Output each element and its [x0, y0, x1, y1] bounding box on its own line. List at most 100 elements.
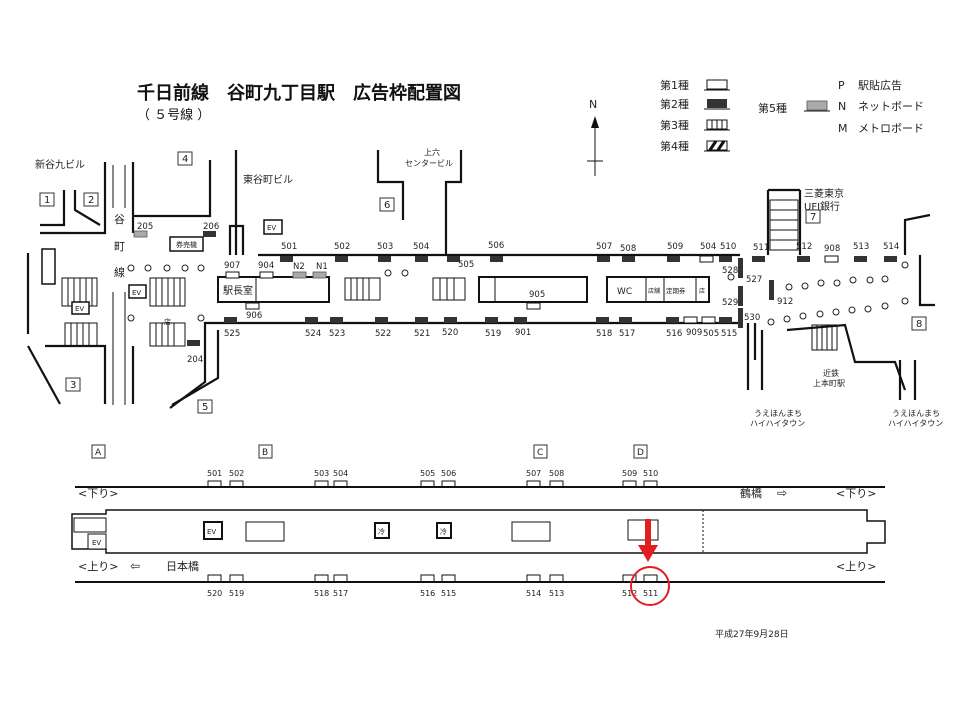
platform-ad-label-bottom-515: 515 — [441, 589, 456, 598]
nihonbashi-label: 日本橋 — [166, 559, 199, 573]
stairs-center-lower — [149, 322, 186, 347]
ad-slot-bottom-520 — [444, 317, 457, 323]
north-arrow-icon: N — [587, 98, 603, 176]
platform-stairs — [73, 517, 659, 542]
ad-label-top-510: 510 — [720, 242, 736, 252]
section-B-box — [258, 444, 273, 459]
ad-slot-bottom-505 — [701, 316, 716, 324]
exit-1-label: 1 — [44, 195, 50, 206]
column — [127, 264, 135, 272]
ad-label-top-508: 508 — [620, 244, 636, 254]
exit-7-label: 7 — [810, 212, 816, 223]
type-3-swatch — [704, 119, 730, 131]
station-master-room — [217, 276, 330, 303]
section-D-box — [633, 444, 648, 459]
cooler-1 — [374, 522, 390, 539]
ad-slot-top-205 — [133, 230, 148, 238]
platform-ad-label-bottom-519: 519 — [229, 589, 244, 598]
ev-box — [263, 219, 283, 235]
ad-slot-bottom-909 — [683, 316, 698, 324]
column — [767, 318, 775, 326]
section-C-box — [533, 444, 548, 459]
ad-slot-top-513 — [854, 256, 867, 262]
ev-label-2: EV — [132, 289, 141, 297]
ad-label-top-205: 205 — [137, 222, 153, 232]
column — [785, 283, 793, 291]
ad-slot-top-504 — [699, 255, 714, 263]
ad-label-mid-529: 529 — [722, 298, 738, 308]
legend-type-2: 第2種 — [660, 97, 689, 111]
column — [197, 264, 205, 272]
platform-ad-bottom-515 — [441, 574, 456, 583]
wc-label: WC — [617, 287, 632, 297]
ev-label: EV — [267, 224, 276, 232]
column — [833, 279, 841, 287]
platform-ad-label-bottom-514: 514 — [526, 589, 541, 598]
ad-label-bottom-505: 505 — [703, 329, 719, 339]
code-p-label: 駅貼広告 — [858, 78, 902, 92]
type-5-swatch — [806, 100, 828, 111]
column — [901, 261, 909, 269]
ad-label-bottom-909: 909 — [686, 328, 702, 338]
column — [127, 314, 135, 322]
ad-slot-top-508 — [622, 256, 635, 262]
ad-label-bottom-518: 518 — [596, 329, 612, 339]
platform-ad-label-bottom-517: 517 — [333, 589, 348, 598]
ad-label-bottom-901: 901 — [515, 328, 531, 338]
exit-2-box — [83, 192, 99, 207]
ad-label-bottom-523: 523 — [329, 329, 345, 339]
building-shintani: 新谷九ビル — [35, 158, 85, 171]
building-hihai-4: ハイハイタウン — [888, 419, 943, 428]
code-m: M — [838, 122, 848, 135]
section-C-label: C — [537, 448, 543, 458]
platform-ad-bottom-517 — [333, 574, 348, 583]
platform-ev — [87, 533, 107, 550]
building-hihai-3: うえほんまち — [892, 409, 940, 418]
section-B-label: B — [262, 448, 268, 458]
ad-label-mid-527: 527 — [746, 275, 762, 285]
building-kintetsu-2: 上本町駅 — [813, 378, 845, 388]
ad-slot-top-514 — [884, 256, 897, 262]
ad-label-top-501: 501 — [281, 242, 297, 252]
ad-label-bottom-522: 522 — [375, 329, 391, 339]
platform-ad-label-bottom-511: 511 — [643, 589, 658, 598]
ticket-machine — [169, 236, 204, 252]
ad-label-bottom-517: 517 — [619, 329, 635, 339]
platform-diagram: EV EV 冷 冷 <下り> 鶴橋 ⇨ <下り> <上り> ⇦ 日本橋 <上り> — [71, 486, 886, 583]
cooler-2-label: 冷 — [440, 527, 447, 536]
platform-ad-label-top-508: 508 — [549, 469, 564, 478]
ad-slot-top-503 — [378, 256, 391, 262]
stairs-kintetsu — [811, 324, 838, 351]
ad-slot-mid-906 — [245, 302, 260, 310]
ad-slot-mid-N1 — [312, 271, 327, 279]
ad-label-bottom-515: 515 — [721, 329, 737, 339]
ad-slot-bottom-522 — [375, 317, 388, 323]
column — [801, 282, 809, 290]
exit-3-label: 3 — [70, 380, 76, 391]
ad-label-bottom-524: 524 — [305, 329, 321, 339]
ad-slot-top-206 — [203, 231, 216, 237]
ad-slot-bottom-518 — [596, 317, 609, 323]
building-hihai-1: うえほんまち — [754, 409, 802, 418]
ad-label-mid-530: 530 — [744, 313, 760, 323]
page-title: 千日前線 谷町九丁目駅 広告枠配置図 — [137, 82, 461, 104]
ad-slot-top-509 — [667, 256, 680, 262]
ad-slot-bottom-515 — [719, 317, 732, 323]
cooler-2 — [436, 522, 452, 539]
column — [866, 276, 874, 284]
pass-office-label: 定期券 — [666, 286, 686, 295]
wc-block — [606, 276, 710, 303]
platform-ad-label-bottom-520: 520 — [207, 589, 222, 598]
ad-slot-top-501 — [280, 256, 293, 262]
ad-label-top-206: 206 — [203, 222, 219, 232]
ad-label-mid-904: 904 — [258, 261, 274, 271]
column — [163, 264, 171, 272]
ad-slot-bottom-204 — [187, 340, 200, 346]
ad-slot-bottom-519 — [485, 317, 498, 323]
ad-slot-mid-905 — [526, 302, 541, 310]
platform-ad-bottom-516 — [420, 574, 435, 583]
ad-slot-bottom-523 — [330, 317, 343, 323]
column — [384, 269, 392, 277]
cooler-1-label: 冷 — [378, 527, 385, 536]
